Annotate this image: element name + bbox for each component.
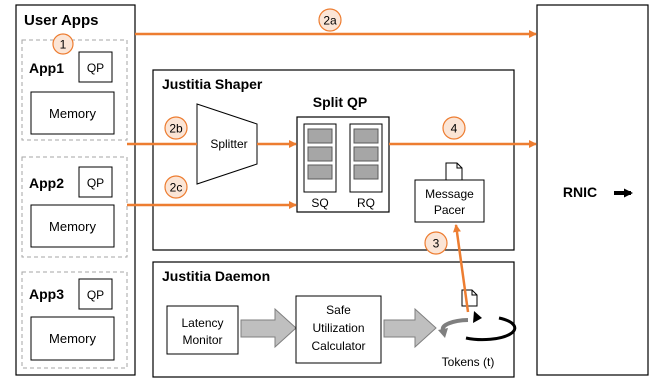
grey-arrow-calc-to-tokens — [383, 307, 437, 349]
app1-group — [21, 39, 128, 141]
split-qp-title: Split QP — [313, 94, 367, 110]
shaper-title: Justitia Shaper — [162, 76, 263, 92]
tokens-label: Tokens (t) — [442, 355, 495, 369]
rq-label: RQ — [357, 196, 375, 210]
marker-2c: 2c — [164, 175, 188, 199]
svg-text:2c: 2c — [170, 181, 183, 195]
rnic-label: RNIC — [563, 184, 597, 200]
app1-memory-box — [30, 91, 115, 135]
marker-4: 4 — [442, 116, 466, 140]
marker-2b: 2b — [164, 116, 188, 140]
user-apps-panel — [15, 4, 136, 376]
svg-text:2a: 2a — [323, 14, 337, 28]
sq-label: SQ — [311, 196, 328, 210]
sq-slot — [307, 164, 333, 180]
sq-slot — [307, 146, 333, 162]
sq-slot — [307, 128, 333, 144]
app1-label: App1 — [29, 60, 64, 76]
app3-label: App3 — [29, 286, 64, 302]
calculator-label-3: Calculator — [311, 339, 365, 353]
app1-qp-box — [78, 51, 113, 83]
marker-1: 1 — [52, 33, 74, 55]
message-pacer-label-1: Message — [425, 187, 474, 201]
message-pacer-box — [414, 179, 485, 223]
latency-monitor-label-1: Latency — [181, 316, 223, 330]
marker-2a: 2a — [318, 8, 342, 32]
app1-memory-label: Memory — [49, 106, 96, 121]
rq-slot — [353, 146, 379, 162]
app3-memory-box — [30, 316, 115, 361]
daemon-title: Justitia Daemon — [162, 268, 270, 284]
arrow-3 — [452, 224, 470, 313]
app3-qp-box — [78, 278, 113, 310]
message-pacer-label-2: Pacer — [434, 203, 465, 217]
app3-group — [21, 271, 128, 369]
rq-slot — [353, 128, 379, 144]
app2-qp-label: QP — [87, 176, 104, 190]
rq-slot — [353, 164, 379, 180]
app3-qp-label: QP — [87, 288, 104, 302]
svg-text:2b: 2b — [169, 122, 183, 136]
app3-memory-label: Memory — [49, 331, 96, 346]
app2-label: App2 — [29, 175, 64, 191]
latency-monitor-box — [166, 305, 239, 355]
safe-utilization-calculator-box — [295, 295, 382, 364]
splitter-shape — [196, 103, 258, 185]
calculator-label-2: Utilization — [312, 321, 364, 335]
user-apps-title: User Apps — [24, 12, 98, 29]
app2-qp-box — [78, 166, 113, 198]
svg-text:1: 1 — [60, 38, 67, 52]
svg-text:3: 3 — [433, 237, 440, 251]
token-cycle-icon — [438, 311, 517, 342]
message-doc-icon — [445, 162, 463, 181]
svg-text:4: 4 — [451, 122, 458, 136]
splitter-label: Splitter — [210, 137, 247, 151]
latency-monitor-label-2: Monitor — [182, 333, 222, 347]
app2-memory-box — [30, 204, 115, 248]
app2-group — [21, 156, 128, 258]
calculator-label-1: Safe — [326, 303, 351, 317]
app1-qp-label: QP — [87, 61, 104, 75]
marker-3: 3 — [424, 231, 448, 255]
grey-arrow-latency-to-calc — [240, 307, 297, 349]
app2-memory-label: Memory — [49, 219, 96, 234]
